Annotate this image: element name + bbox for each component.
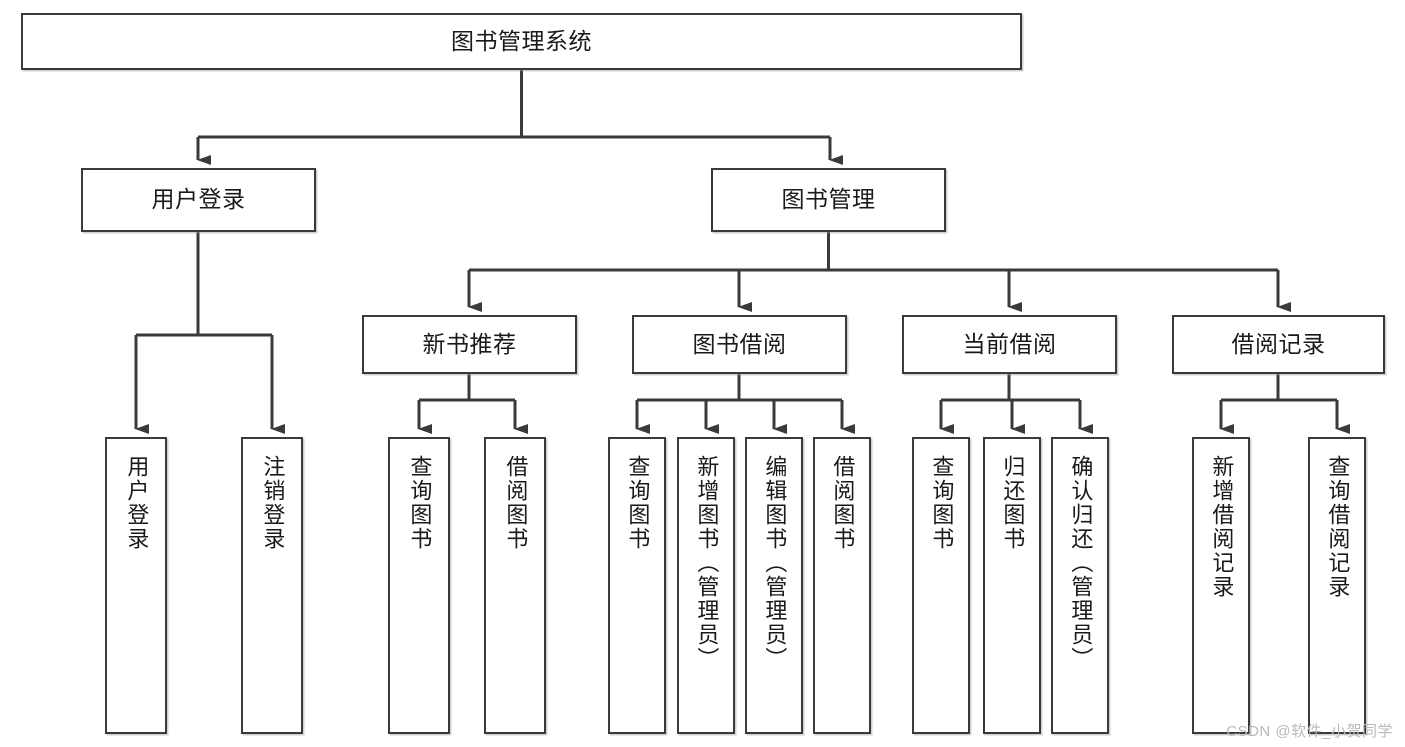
node-leaf-query-record-label: 查询借阅记录 — [1325, 455, 1351, 599]
node-leaf-add-book-label: 新增图书（管理员） — [694, 455, 720, 671]
node-leaf-borrow-book-br-label: 借阅图书 — [830, 455, 856, 551]
node-borrow-record-label: 借阅记录 — [1231, 330, 1326, 357]
node-book-manage[interactable]: 图书管理 — [711, 168, 946, 232]
node-leaf-borrow-book-br[interactable]: 借阅图书 — [813, 437, 871, 734]
node-leaf-return-book-label: 归还图书 — [1000, 455, 1026, 551]
node-leaf-return-book[interactable]: 归还图书 — [983, 437, 1041, 734]
node-borrow-record[interactable]: 借阅记录 — [1172, 315, 1385, 374]
node-leaf-borrow-book-rec-label: 借阅图书 — [503, 455, 529, 551]
node-current-borrow[interactable]: 当前借阅 — [902, 315, 1117, 374]
node-leaf-query-book-rec[interactable]: 查询图书 — [388, 437, 450, 734]
node-leaf-query-book-br-label: 查询图书 — [625, 455, 651, 551]
node-leaf-user-logout[interactable]: 注销登录 — [241, 437, 303, 734]
node-book-borrow[interactable]: 图书借阅 — [632, 315, 847, 374]
node-leaf-add-record-label: 新增借阅记录 — [1209, 455, 1235, 599]
node-leaf-user-logout-label: 注销登录 — [260, 455, 286, 551]
csdn-watermark: CSDN @软件_小贺同学 — [1226, 723, 1393, 740]
node-leaf-query-book-rec-label: 查询图书 — [407, 455, 433, 551]
node-user-login-label: 用户登录 — [151, 186, 246, 213]
node-leaf-query-book-cb-label: 查询图书 — [929, 455, 955, 551]
node-leaf-query-record[interactable]: 查询借阅记录 — [1308, 437, 1366, 734]
node-leaf-confirm-return[interactable]: 确认归还（管理员） — [1051, 437, 1109, 734]
node-book-borrow-label: 图书借阅 — [692, 330, 787, 357]
node-leaf-user-login[interactable]: 用户登录 — [105, 437, 167, 734]
node-root[interactable]: 图书管理系统 — [21, 13, 1022, 70]
node-leaf-confirm-return-label: 确认归还（管理员） — [1068, 455, 1094, 671]
node-new-book-rec[interactable]: 新书推荐 — [362, 315, 577, 374]
node-leaf-edit-book[interactable]: 编辑图书（管理员） — [745, 437, 803, 734]
node-user-login[interactable]: 用户登录 — [81, 168, 316, 232]
node-root-label: 图书管理系统 — [451, 27, 592, 54]
node-leaf-edit-book-label: 编辑图书（管理员） — [762, 455, 788, 671]
node-book-manage-label: 图书管理 — [781, 186, 876, 213]
node-new-book-rec-label: 新书推荐 — [422, 330, 517, 357]
node-leaf-add-book[interactable]: 新增图书（管理员） — [677, 437, 735, 734]
node-current-borrow-label: 当前借阅 — [962, 330, 1057, 357]
node-leaf-user-login-label: 用户登录 — [124, 455, 150, 551]
node-leaf-borrow-book-rec[interactable]: 借阅图书 — [484, 437, 546, 734]
node-leaf-query-book-cb[interactable]: 查询图书 — [912, 437, 970, 734]
node-leaf-add-record[interactable]: 新增借阅记录 — [1192, 437, 1250, 734]
node-leaf-query-book-br[interactable]: 查询图书 — [608, 437, 666, 734]
